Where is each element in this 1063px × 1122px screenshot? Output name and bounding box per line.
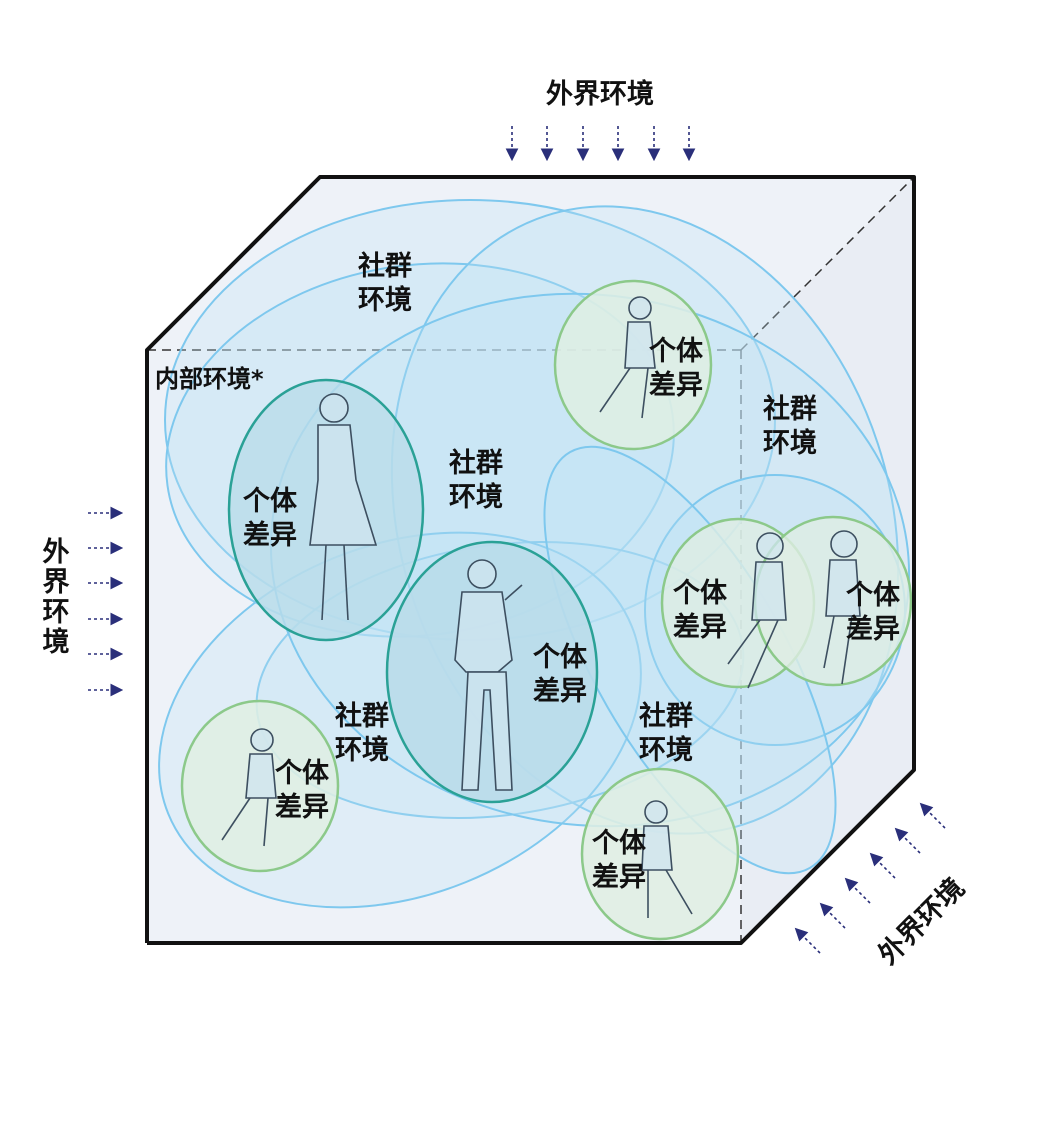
individual-difference-label: 个体 差异 xyxy=(649,336,703,401)
social-environment-label: 社群 环境 xyxy=(358,251,412,316)
cube-top-face xyxy=(147,177,914,350)
individual-difference-label: 个体 差异 xyxy=(243,486,297,551)
external-arrows-left xyxy=(88,506,124,697)
person-woman-icon xyxy=(309,393,378,621)
social-environment-label: 社群 环境 xyxy=(335,701,389,766)
individual-difference-label: 个体 差异 xyxy=(533,642,587,707)
child-icon xyxy=(727,532,787,689)
child-icon xyxy=(641,800,693,918)
individual-difference-label: 个体 差异 xyxy=(673,578,727,643)
person-man-icon xyxy=(454,559,523,791)
child-icon xyxy=(221,728,277,847)
individual-difference-label: 个体 差异 xyxy=(592,828,646,893)
cube-edges xyxy=(145,175,916,945)
individual-difference-label: 个体 差异 xyxy=(846,580,900,645)
social-environment-label: 社群 环境 xyxy=(763,394,817,459)
internal-environment-label: 内部环境* xyxy=(155,365,264,393)
social-environment-label: 社群 环境 xyxy=(449,448,503,513)
child-icon xyxy=(599,296,656,419)
person-figures xyxy=(221,296,861,918)
individual-difference-label: 个体 差异 xyxy=(275,758,329,823)
social-environment-label: 社群 环境 xyxy=(639,701,693,766)
external-arrows-top xyxy=(505,126,696,162)
child-icon xyxy=(823,530,861,685)
external-environment-label-left: 外界环境 xyxy=(36,538,76,658)
external-environment-label-top: 外界环境 xyxy=(546,79,654,110)
external-environment-label-left-text: 外界环境 xyxy=(42,537,70,658)
